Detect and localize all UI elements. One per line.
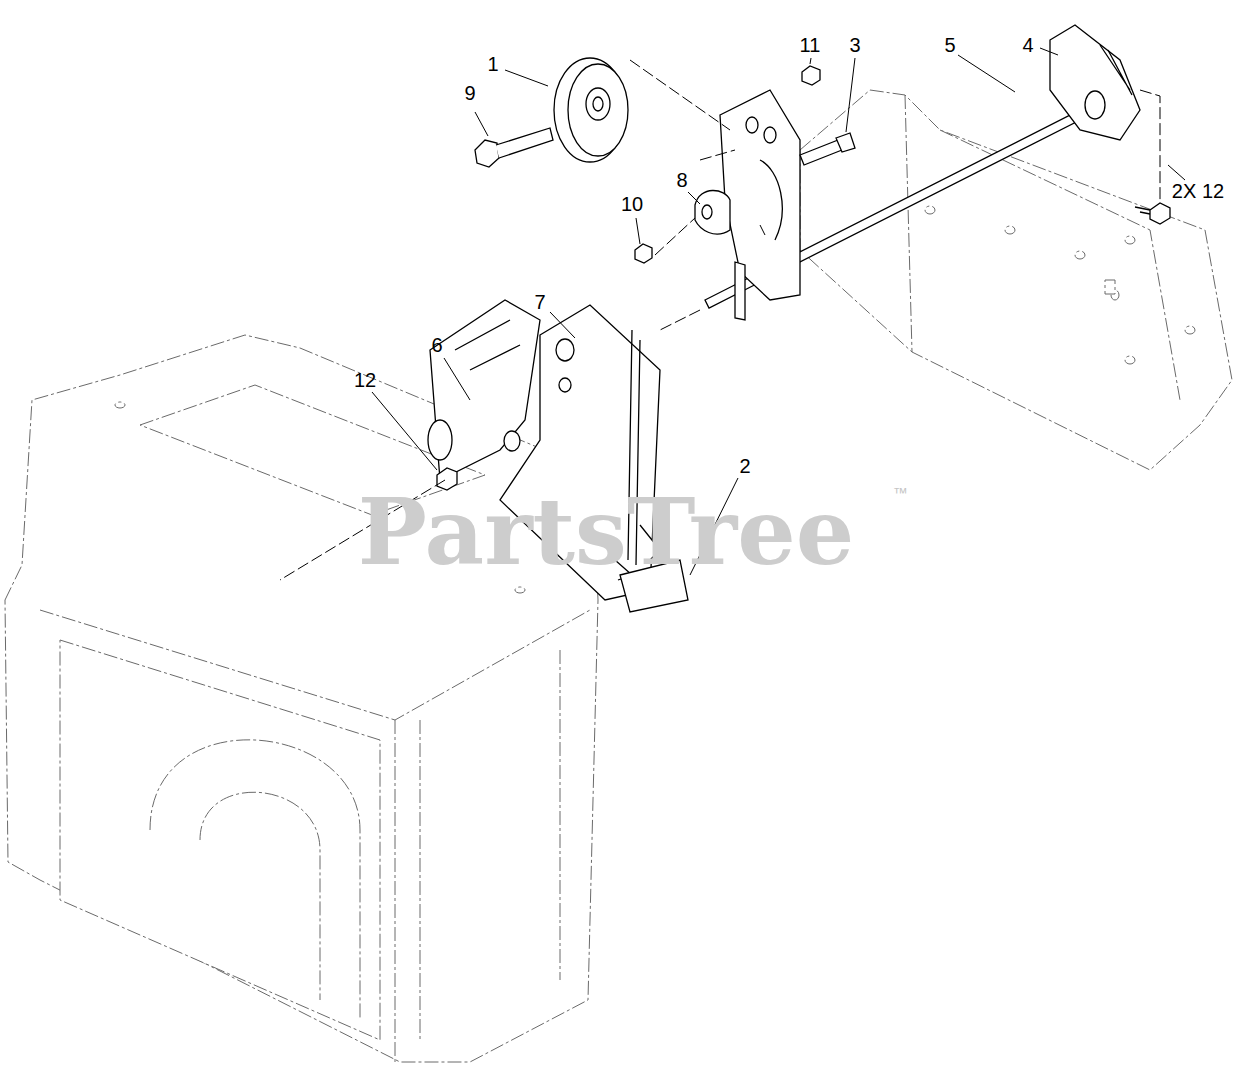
callout-number: 7 [534, 292, 545, 312]
callout-number: 2 [739, 456, 750, 476]
alignment-lines [280, 60, 1160, 580]
callout-number: 3 [849, 35, 860, 55]
callout-number: 9 [464, 83, 475, 103]
callout-number: 5 [944, 35, 955, 55]
housing [5, 335, 598, 1062]
callout-number: 8 [676, 170, 687, 190]
callout-number: 6 [431, 335, 442, 355]
callout-number: 4 [1022, 35, 1033, 55]
trademark-mark: ™ [893, 485, 908, 500]
watermark-text: PartsTree [358, 486, 854, 578]
callout-number: 11 [800, 35, 821, 55]
callout-number: 1 [487, 54, 498, 74]
callout-number: 10 [621, 194, 643, 214]
callout-number: 12 [354, 370, 376, 390]
callout-number: 2X 12 [1172, 181, 1224, 201]
